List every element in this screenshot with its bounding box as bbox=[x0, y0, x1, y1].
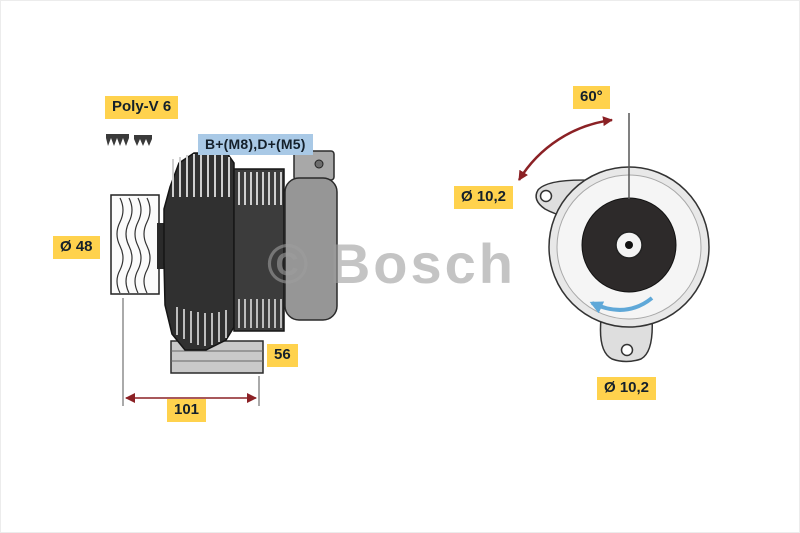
belt-profile-icons bbox=[106, 134, 152, 146]
belt-profile-icon bbox=[106, 134, 129, 146]
terminal-stud bbox=[314, 159, 324, 169]
rotation-direction-arrow-icon bbox=[589, 296, 654, 314]
label-hole-diameter-top: Ø 10,2 bbox=[454, 186, 514, 209]
angle-arc-arrow-icon bbox=[517, 116, 613, 181]
mounting-hole-top bbox=[539, 189, 553, 203]
shaft-center-dot bbox=[625, 241, 633, 249]
label-belt-type: Poly-V 6 bbox=[105, 96, 179, 119]
alternator-front-view bbox=[517, 113, 710, 363]
terminal-block bbox=[293, 150, 335, 181]
bosch-watermark: © Bosch bbox=[267, 232, 516, 295]
mounting-hole-bottom bbox=[620, 343, 634, 357]
pulley bbox=[110, 194, 169, 295]
label-mount-angle: 60° bbox=[573, 86, 610, 109]
label-terminals: B+(M8),D+(M5) bbox=[198, 134, 313, 156]
label-dimension-56: 56 bbox=[267, 344, 298, 367]
label-pulley-diameter: Ø 48 bbox=[53, 236, 100, 259]
mounting-lug-bottom bbox=[599, 316, 654, 363]
alternator-side-view bbox=[106, 134, 338, 406]
label-dimension-101: 101 bbox=[167, 399, 207, 422]
rear-housing bbox=[284, 150, 338, 321]
label-hole-diameter-bottom: Ø 10,2 bbox=[597, 377, 657, 400]
dimension-101-lines bbox=[122, 298, 260, 406]
belt-profile-icon bbox=[134, 135, 152, 146]
stator-section bbox=[233, 168, 285, 332]
front-bracket bbox=[163, 152, 235, 351]
